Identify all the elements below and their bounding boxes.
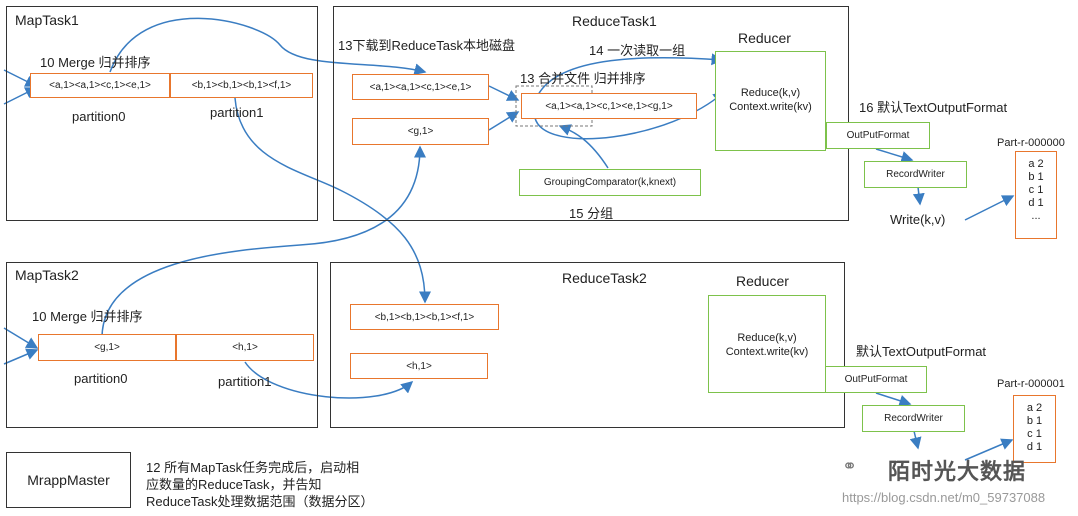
rt1-part-line-0: a 2: [1028, 158, 1044, 170]
merge-to-reducer-arrow: [537, 53, 724, 96]
reducetask2-part-file: a 2 b 1 c 1 d 1: [1013, 395, 1056, 463]
maptask2-merge-label: 10 Merge 归并排序: [32, 309, 143, 324]
reducetask1-outputformat-box: OutPutFormat: [826, 122, 930, 149]
maptask1-panel: [6, 6, 318, 221]
rt2-part-line-2: c 1: [1027, 428, 1042, 440]
maptask1-partition0-label: partition0: [72, 109, 126, 124]
maptask2-partition0-box: <g,1>: [38, 334, 176, 361]
mrapp-desc-line3: ReduceTask处理数据范围（数据分区）: [146, 494, 374, 509]
reducetask1-merged-box: <a,1><a,1><c,1><e,1><g,1>: [521, 93, 697, 119]
maptask1-partition1-box: <b,1><b,1><b,1><f,1>: [170, 73, 313, 98]
reducetask2-input1-box: <b,1><b,1><b,1><f,1>: [350, 304, 499, 330]
reducetask2-part-file-name: Part-r-000001: [997, 378, 1065, 390]
rt1-part-line-2: c 1: [1028, 184, 1044, 196]
rt2-recordwriter-to-write-arrow: [909, 430, 922, 450]
maptask2-input-arrow-bottom: [3, 348, 39, 365]
reducetask2-outputformat-box: OutPutFormat: [825, 366, 927, 393]
reducetask1-input1-box: <a,1><a,1><c,1><e,1>: [352, 74, 489, 100]
merge-to-reducer-arrow-2: [534, 91, 726, 140]
rt1-part-line-4: ...: [1031, 210, 1041, 222]
maptask1-partition0-box: <a,1><a,1><c,1><e,1>: [30, 73, 170, 98]
reducetask1-merge-label: 13 合并文件 归并排序: [520, 71, 646, 86]
rt1-input1-to-merge-arrow: [488, 85, 520, 101]
reducetask1-input2-box: <g,1>: [352, 118, 489, 145]
maptask2-partition1-label: partition1: [218, 374, 272, 389]
rt2-part-line-0: a 2: [1026, 402, 1043, 414]
reducetask1-output-format-label: 16 默认TextOutputFormat: [859, 100, 1008, 115]
reducetask2-panel: [330, 262, 845, 428]
mt1-p0-to-rt1-arrow: [109, 17, 427, 76]
watermark-brand: 陌时光大数据: [888, 459, 1027, 484]
grouping-to-merge-arrow: [558, 124, 609, 169]
reducetask1-panel: [333, 6, 849, 221]
rt1-write-to-file-arrow: [964, 195, 1015, 221]
reducetask2-reduce-line2: Context.write(kv): [725, 346, 809, 358]
rt1-part-line-3: d 1: [1028, 197, 1044, 209]
mt2-p1-to-rt2-arrow: [244, 361, 414, 399]
rt1-outputformat-to-recordwriter-arrow: [875, 148, 914, 163]
maptask2-partition1-box: <h,1>: [176, 334, 314, 361]
reducetask1-title: ReduceTask1: [572, 13, 657, 29]
mt2-p0-to-rt1-arrow: [101, 145, 426, 341]
rt1-part-line-1: b 1: [1028, 171, 1044, 183]
maptask1-merge-label: 10 Merge 归并排序: [40, 55, 151, 70]
reducetask1-reduce-line2: Context.write(kv): [729, 101, 812, 113]
reducetask2-title: ReduceTask2: [562, 270, 647, 286]
maptask1-partition1-label: partition1: [210, 105, 264, 120]
reducetask1-reduce-line1: Reduce(k,v): [740, 87, 801, 99]
maptask1-title: MapTask1: [15, 12, 79, 28]
mrapp-master-box: MrappMaster: [6, 452, 131, 508]
reducetask2-reducer-title: Reducer: [736, 273, 789, 289]
reducetask1-write-label: Write(k,v): [890, 212, 946, 227]
reducetask2-reducer-box: Reduce(k,v) Context.write(kv): [708, 295, 826, 393]
mt1-p1-to-rt2-arrow: [234, 97, 431, 304]
reducetask1-read-label: 14 一次读取一组: [589, 43, 686, 58]
rt2-outputformat-to-recordwriter-arrow: [875, 392, 912, 407]
watermark-logo-icon: ⚭: [842, 456, 858, 476]
reducetask1-reducer-title: Reducer: [738, 30, 791, 46]
reducetask2-input2-box: <h,1>: [350, 353, 488, 379]
mrapp-desc-line2: 应数量的ReduceTask，并告知: [146, 477, 322, 492]
reducetask1-download-label: 13下载到ReduceTask本地磁盘: [338, 38, 515, 53]
watermark-url: https://blog.csdn.net/m0_59737088: [842, 490, 1046, 505]
reducetask2-output-format-label: 默认TextOutputFormat: [856, 344, 987, 359]
reducetask2-reduce-line1: Reduce(k,v): [737, 332, 797, 344]
reducetask1-group-label: 15 分组: [569, 206, 614, 221]
rt2-part-line-1: b 1: [1026, 415, 1043, 427]
reducetask1-reducer-box: Reduce(k,v) Context.write(kv): [715, 51, 826, 151]
reducetask2-recordwriter-box: RecordWriter: [862, 405, 965, 432]
rt2-part-line-3: d 1: [1026, 441, 1043, 453]
grouping-comparator-box: GroupingComparator(k,knext): [519, 169, 701, 196]
reducetask1-part-file-name: Part-r-000000: [997, 137, 1065, 149]
maptask2-title: MapTask2: [15, 267, 79, 283]
rt1-input2-to-merge-arrow: [488, 111, 520, 131]
rt2-write-to-file-arrow: [964, 438, 1014, 461]
maptask2-input-arrow-top: [3, 327, 39, 349]
rt1-recordwriter-to-write-arrow: [912, 186, 925, 206]
maptask2-panel: [6, 262, 318, 428]
maptask2-partition0-label: partition0: [74, 371, 128, 386]
mrapp-desc-line1: 12 所有MapTask任务完成后，启动相: [146, 460, 360, 475]
mrapp-master-title: MrappMaster: [27, 472, 110, 488]
reducetask1-recordwriter-box: RecordWriter: [864, 161, 967, 188]
reducetask1-part-file: a 2 b 1 c 1 d 1 ...: [1015, 151, 1057, 239]
